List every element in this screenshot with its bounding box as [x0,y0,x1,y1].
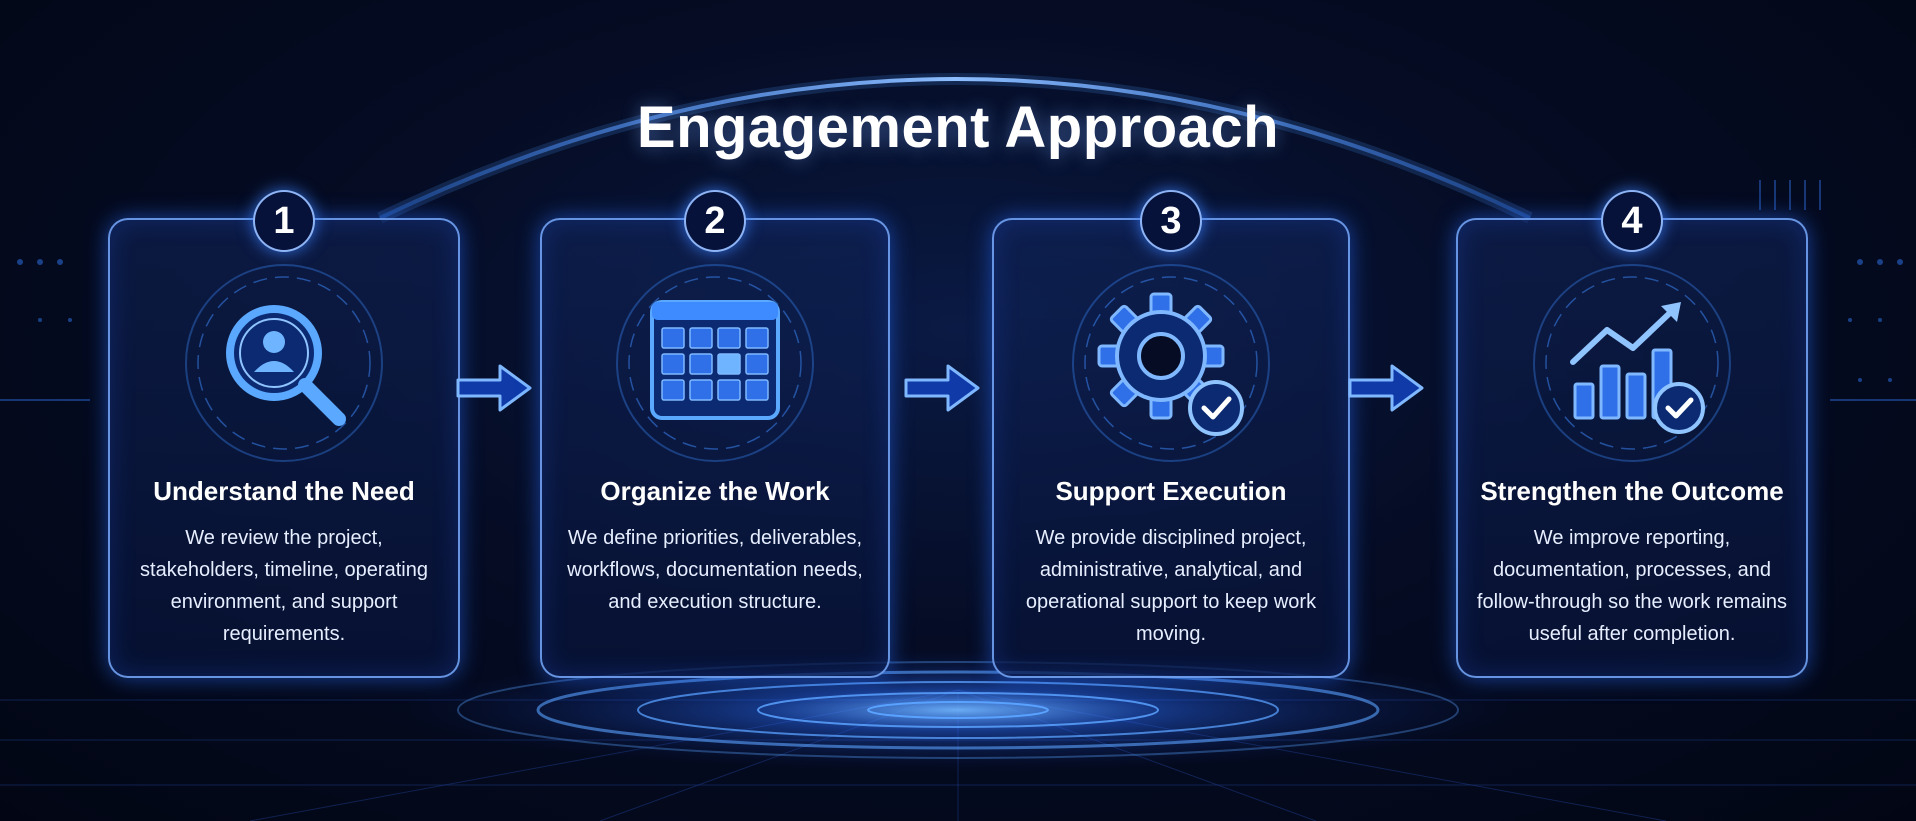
step-description: We define priorities, deliverables, work… [567,527,863,613]
top-arc [379,77,1531,220]
step-card-3: 3 Support Execut [992,190,1350,678]
calendar-grid-icon [610,258,820,468]
arrow-right-icon [1348,364,1424,412]
page-title: Engagement Approach [636,95,1280,160]
step-number-badge: 1 [253,190,315,252]
step-title: Support Execution [1055,476,1287,506]
step-card-2: 2 Organize the Work We define [540,190,890,678]
step-title: Understand the Need [153,476,415,506]
gear-check-icon [1066,258,1276,468]
growth-chart-check-icon [1527,258,1737,468]
step-number-badge: 4 [1601,190,1663,252]
arrow-right-icon [904,364,980,412]
step-description: We provide disciplined project, administ… [1025,527,1317,645]
arrow-right-icon [456,364,532,412]
step-number-badge: 3 [1140,190,1202,252]
step-number-badge: 2 [684,190,746,252]
step-description: We improve reporting, documentation, pro… [1476,527,1788,645]
magnifier-user-icon [179,258,389,468]
step-card-4: 4 Strengthen the Outcome We improve repo… [1456,190,1808,678]
step-description: We review the project, stakeholders, tim… [140,527,428,645]
step-title: Organize the Work [600,476,830,506]
step-title: Strengthen the Outcome [1480,476,1784,506]
step-card-1: 1 Understand the Need We review the proj… [108,190,460,678]
